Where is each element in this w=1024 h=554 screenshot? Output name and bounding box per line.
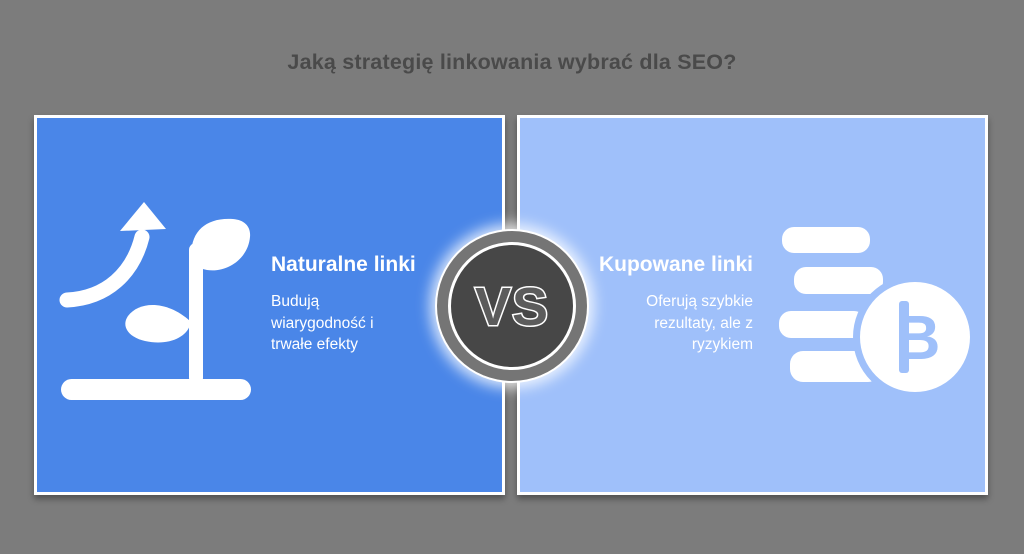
right-panel-heading: Kupowane linki (598, 253, 753, 276)
right-panel-description: Oferują szybkie rezultaty, ale z ryzykie… (553, 291, 753, 356)
vs-badge: VS (437, 231, 587, 381)
vs-label: VS (475, 277, 549, 337)
left-panel-text: Naturalne linki Budują wiarygodność i tr… (271, 252, 461, 356)
description-line: trwałe efekty (271, 336, 359, 354)
growth-plant-arrow-icon (55, 197, 255, 402)
description-line: ryzykiem (691, 336, 753, 354)
left-panel-natural-links: Naturalne linki Budują wiarygodność i tr… (34, 115, 505, 495)
comparison-panels: Naturalne linki Budują wiarygodność i tr… (34, 115, 988, 495)
svg-text:B: B (896, 304, 941, 373)
description-line: rezultaty, ale z (654, 314, 753, 332)
coins-bitcoin-icon: B (778, 225, 978, 400)
bitcoin-symbol: B (896, 301, 941, 373)
left-panel-heading: Naturalne linki (271, 253, 416, 276)
description-line: wiarygodność i (271, 314, 374, 332)
left-panel-description: Budują wiarygodność i trwałe efekty (271, 291, 461, 356)
page-title: Jaką strategię linkowania wybrać dla SEO… (287, 50, 737, 74)
right-panel-bought-links: Kupowane linki Oferują szybkie rezultaty… (517, 115, 988, 495)
description-line: Oferują szybkie (646, 293, 753, 311)
vs-badge-core: VS (448, 242, 576, 370)
right-panel-text: Kupowane linki Oferują szybkie rezultaty… (553, 252, 753, 356)
description-line: Budują (271, 293, 320, 311)
